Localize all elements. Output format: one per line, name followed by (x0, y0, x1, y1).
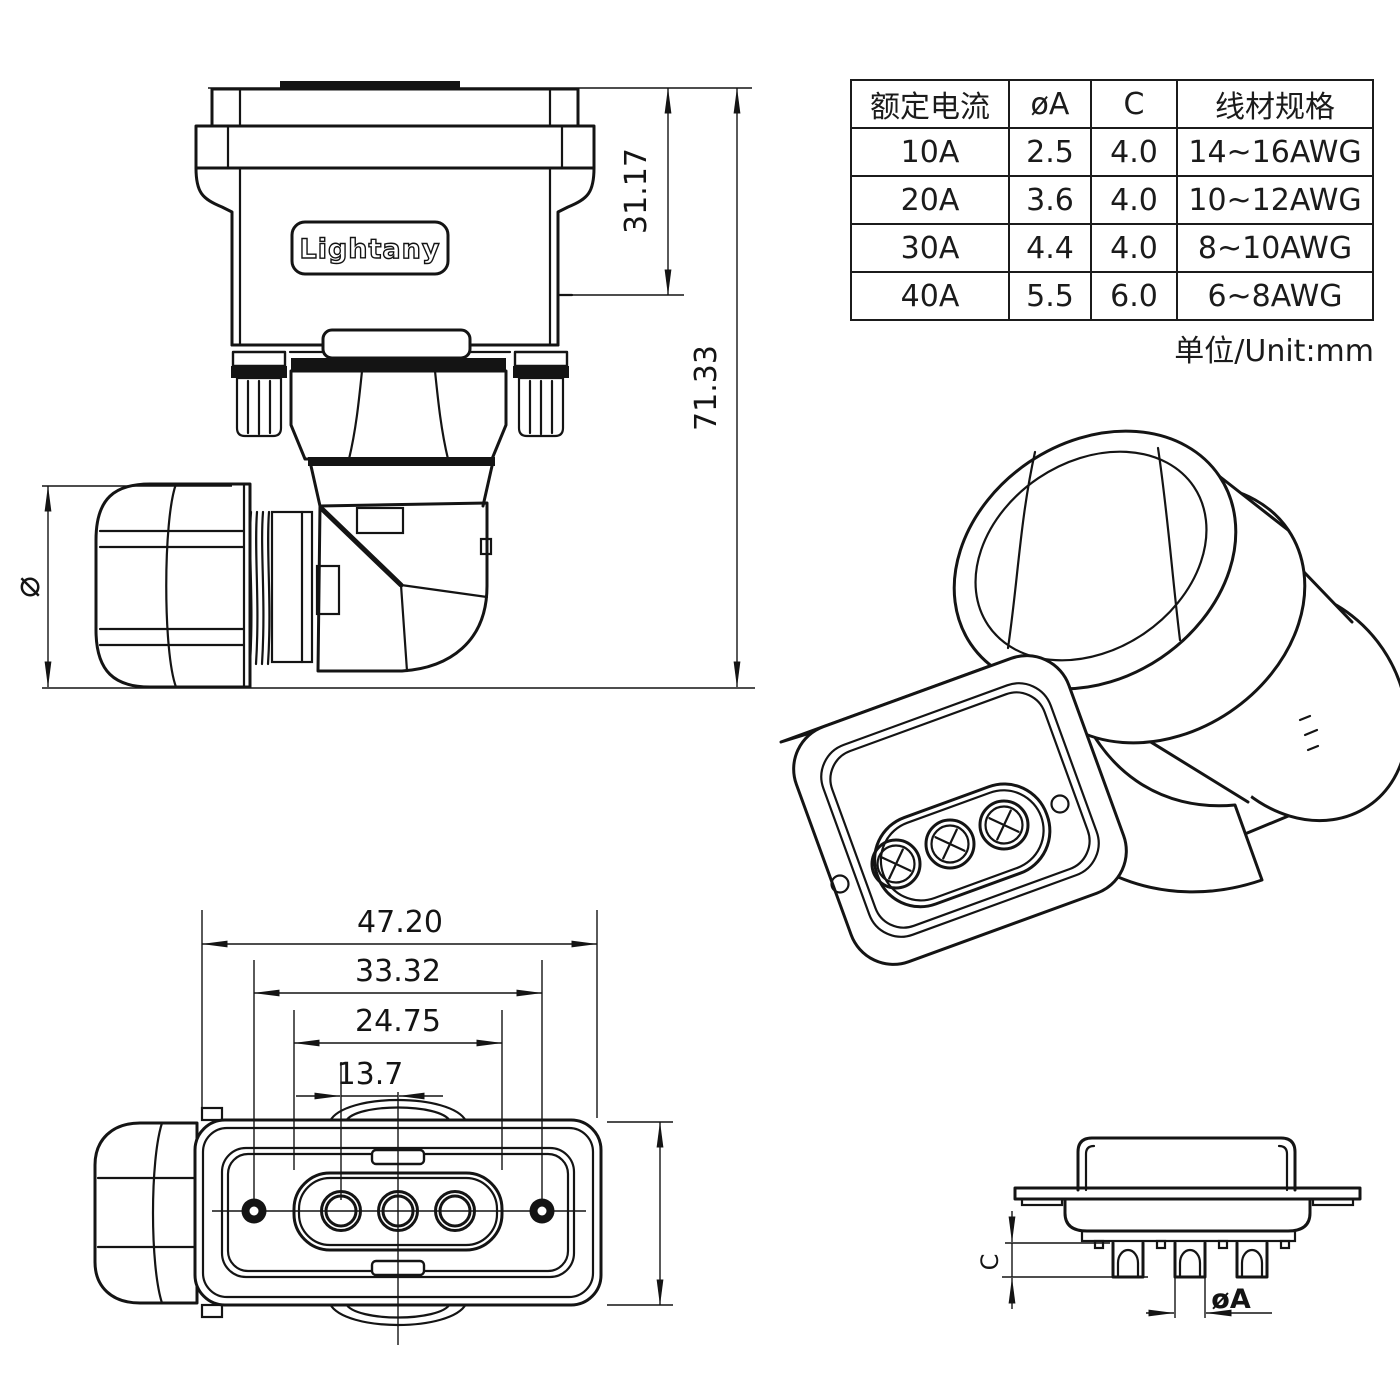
jack-screw-left (231, 350, 287, 438)
iso-contact-1 (870, 838, 922, 890)
table-cell: 4.0 (1090, 223, 1178, 273)
table-cell: 4.0 (1090, 127, 1178, 177)
face-gland-cap (93, 1106, 224, 1319)
spec-table: 额定电流 øA C 线材规格 10A 2.5 4.0 14~16AWG 20A … (850, 79, 1374, 321)
table-row: 40A 5.5 6.0 6~8AWG (850, 271, 1374, 321)
rear-view: Lightany (7, 81, 755, 689)
iso-mating-face (792, 654, 1128, 966)
dim-insert-width-text: 24.75 (355, 1004, 441, 1039)
isometric-view: Lightany (779, 429, 1400, 966)
table-cell: 14~16AWG (1176, 127, 1374, 177)
hex-gland-nut (289, 358, 508, 466)
face-view: Lightany (93, 905, 673, 1345)
brand-logo-text: Lightany (300, 234, 441, 265)
dim-shell-height-text: 31.17 (619, 148, 654, 234)
table-cell: 6~8AWG (1176, 271, 1374, 321)
connector-shell (194, 81, 596, 354)
dim-gland-diameter-symbol: ⌀ (7, 576, 48, 598)
header-rated-current: 额定电流 (850, 79, 1010, 129)
dim-pin-diameter: øA (1146, 1277, 1272, 1318)
dim-gland-diameter: ⌀ (7, 485, 232, 688)
table-cell: 5.5 (1008, 271, 1092, 321)
face-contact-right (434, 1190, 476, 1232)
dim-hole-spacing: 33.32 (253, 954, 543, 1200)
table-cell: 8~10AWG (1176, 223, 1374, 273)
table-cell: 2.5 (1008, 127, 1092, 177)
dim-hole-spacing-text: 33.32 (355, 954, 441, 989)
dim-contact-pitch: 13.7 (296, 1057, 443, 1200)
brand-logo: Lightany (290, 220, 450, 276)
table-cell: 30A (850, 223, 1010, 273)
face-mount-hole-left (241, 1198, 267, 1224)
iso-contact-3 (978, 799, 1030, 851)
solder-cup-3 (1235, 1241, 1269, 1279)
face-mount-hole-right (529, 1198, 555, 1224)
face-contact-middle (377, 1190, 419, 1232)
profile-view: C øA (976, 1136, 1362, 1318)
iso-mount-hole-left (830, 874, 850, 894)
iso-mount-hole-right (1050, 794, 1070, 814)
solder-cup-1 (1111, 1241, 1145, 1279)
solder-cup-2 (1173, 1241, 1207, 1279)
dim-overall-width-text: 47.20 (357, 905, 443, 940)
header-cup-depth: C (1090, 79, 1178, 129)
gland-threads (248, 510, 314, 666)
table-cell: 20A (850, 175, 1010, 225)
spec-table-header-row: 额定电流 øA C 线材规格 (850, 79, 1374, 129)
face-body (193, 1092, 603, 1345)
dim-shell-height: 31.17 (208, 87, 752, 296)
profile-body (1063, 1197, 1312, 1250)
gland-cap (94, 482, 252, 689)
elbow-backshell (309, 464, 494, 673)
table-row: 30A 4.4 4.0 8~10AWG (850, 223, 1374, 273)
table-row: 20A 3.6 4.0 10~12AWG (850, 175, 1374, 225)
iso-contact-2 (924, 818, 976, 870)
table-row: 10A 2.5 4.0 14~16AWG (850, 127, 1374, 177)
profile-hood (1076, 1136, 1297, 1192)
dim-total-height: 71.33 (42, 87, 755, 689)
table-cell: 6.0 (1090, 271, 1178, 321)
header-wire-gauge: 线材规格 (1176, 79, 1374, 129)
gland-marking-icon (1298, 714, 1320, 752)
dim-body-height-unlabeled (607, 1121, 673, 1306)
table-cell: 40A (850, 271, 1010, 321)
unit-note: 单位/Unit:mm (1174, 334, 1374, 369)
latch-tab (321, 328, 472, 360)
dim-cup-depth: C (976, 1211, 1148, 1309)
table-cell: 4.0 (1090, 175, 1178, 225)
dim-contact-pitch-text: 13.7 (337, 1057, 404, 1092)
dim-overall-width: 47.20 (201, 905, 598, 1118)
dim-cup-depth-text: C (976, 1254, 1004, 1271)
table-cell: 3.6 (1008, 175, 1092, 225)
dim-pin-diameter-text: øA (1211, 1284, 1251, 1315)
table-cell: 4.4 (1008, 223, 1092, 273)
dim-total-height-text: 71.33 (689, 345, 724, 431)
header-pin-diameter: øA (1008, 79, 1092, 129)
table-cell: 10A (850, 127, 1010, 177)
table-cell: 10~12AWG (1176, 175, 1374, 225)
dim-insert-width: 24.75 (293, 1004, 503, 1170)
jack-screw-right (513, 350, 569, 438)
profile-flange (1013, 1186, 1362, 1207)
